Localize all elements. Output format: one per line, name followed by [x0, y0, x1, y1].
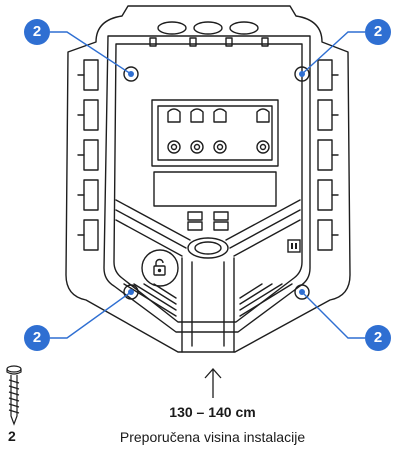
side-clips-left — [77, 59, 99, 251]
callout-badge-top-right: 2 — [365, 19, 391, 45]
bottom-cable-channel — [181, 237, 235, 353]
mounting-holes — [123, 66, 310, 300]
callout-badge-bottom-right: 2 — [365, 325, 391, 351]
top-cable-entries — [149, 21, 269, 47]
screw-count: 2 — [8, 428, 16, 444]
lock-icon — [153, 258, 166, 276]
side-clips-right — [317, 59, 339, 251]
height-range: 130 – 140 cm — [169, 404, 256, 420]
callout-badge-bottom-left: 2 — [24, 325, 50, 351]
screw-icon — [6, 365, 22, 426]
callout-badge-top-left: 2 — [24, 19, 50, 45]
terminal-block — [151, 99, 279, 167]
label-plate — [153, 171, 277, 207]
inner-plate — [103, 35, 311, 333]
bottom-ribs — [115, 199, 301, 317]
callout-lines — [50, 31, 365, 339]
arrow-up-icon — [204, 368, 222, 398]
wallbox-icon — [287, 239, 301, 253]
height-caption: Preporučena visina instalacije — [119, 429, 306, 445]
housing-outline — [65, 5, 351, 353]
